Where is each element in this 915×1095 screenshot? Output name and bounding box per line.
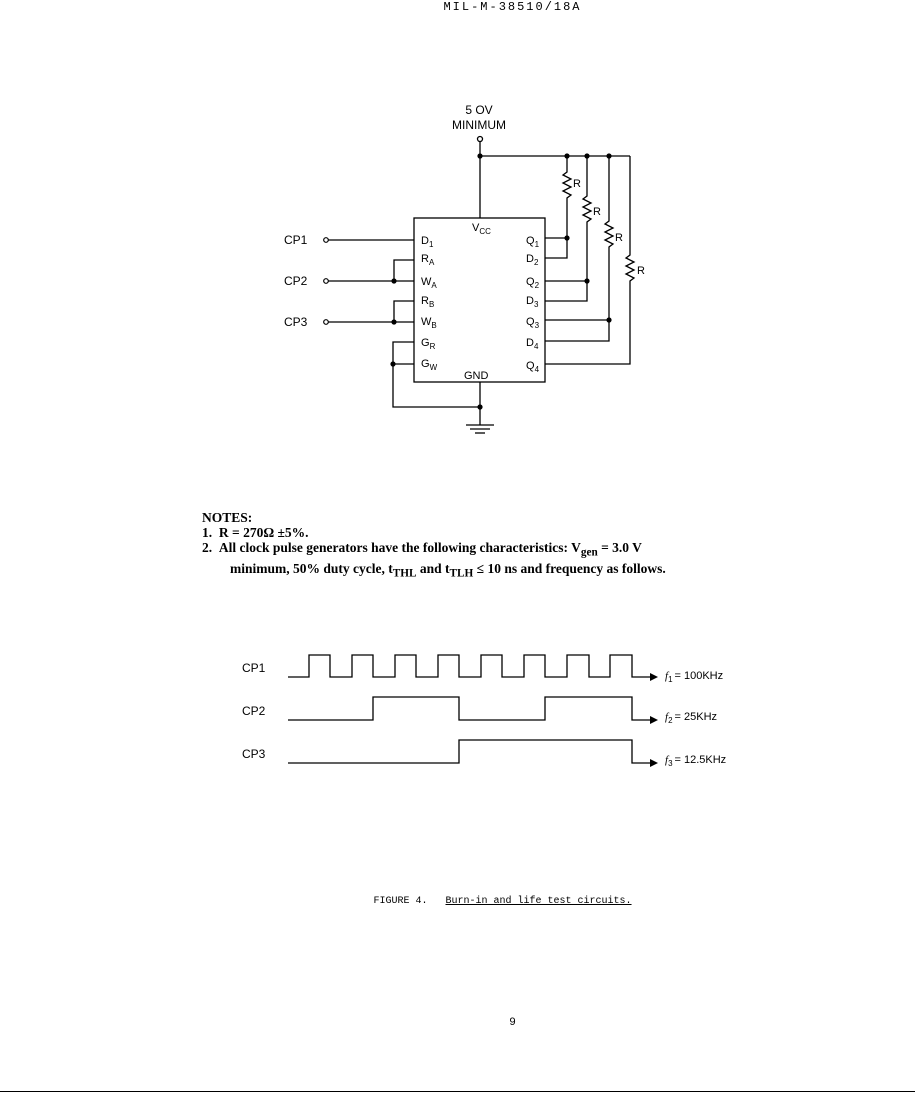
chip-vcc-label: VCC bbox=[472, 222, 491, 236]
burn-in-circuit-diagram: 5 OV MINIMUM CP1 CP2 CP3 R R R R VCC GND… bbox=[242, 103, 726, 768]
supply-terminal bbox=[476, 135, 484, 143]
freq-label-cp1: f1= 100KHz bbox=[665, 670, 723, 684]
waveform-cp2 bbox=[288, 696, 650, 721]
note-1: 1. R = 270Ω ±5%. bbox=[202, 525, 309, 540]
notes-title: NOTES: bbox=[202, 510, 253, 525]
timing-label-cp3: CP3 bbox=[242, 747, 266, 761]
page-number: 9 bbox=[509, 1017, 516, 1029]
waveform-cp3 bbox=[288, 739, 650, 764]
document-id: MIL-M-38510/18A bbox=[443, 0, 582, 14]
resistor-r1 bbox=[545, 156, 573, 239]
pin-q4: Q4 bbox=[526, 360, 540, 374]
figure-title: Burn-in and life test circuits. bbox=[445, 896, 632, 907]
resistor-r2 bbox=[545, 156, 593, 282]
bottom-rule bbox=[0, 1091, 915, 1092]
figure-caption: FIGURE 4. Burn-in and life test circuits… bbox=[0, 896, 915, 907]
resistor-label: R bbox=[637, 265, 645, 277]
pin-q3: Q3 bbox=[526, 316, 540, 330]
input-label-cp3: CP3 bbox=[284, 315, 308, 329]
input-label-cp1: CP1 bbox=[284, 233, 308, 247]
supply-label-minimum: MINIMUM bbox=[452, 118, 506, 132]
freq-label-cp3: f3= 12.5KHz bbox=[665, 754, 726, 768]
resistor-label: R bbox=[573, 178, 581, 190]
pin-wa: WA bbox=[421, 276, 437, 290]
pin-d4: D4 bbox=[526, 337, 539, 351]
pin-q2: Q2 bbox=[526, 276, 540, 290]
timing-label-cp2: CP2 bbox=[242, 704, 266, 718]
note-2-continued: minimum, 50% duty cycle, tTHL and tTLH ≤… bbox=[230, 560, 666, 580]
figure-number: FIGURE 4. bbox=[373, 896, 428, 907]
freq-label-cp2: f2= 25KHz bbox=[665, 711, 717, 725]
supply-label: 5 OV bbox=[465, 103, 492, 117]
pin-gw: GW bbox=[421, 358, 438, 372]
resistor-label: R bbox=[593, 206, 601, 218]
pin-q1: Q1 bbox=[526, 235, 540, 249]
notes-block: NOTES: 1. R = 270Ω ±5%. 2. All clock pul… bbox=[202, 510, 802, 581]
pin-d3: D3 bbox=[526, 295, 539, 309]
pin-ra: RA bbox=[421, 253, 435, 267]
timing-diagram bbox=[288, 654, 650, 764]
pin-d2: D2 bbox=[526, 253, 539, 267]
pin-gr: GR bbox=[421, 337, 436, 351]
input-label-cp2: CP2 bbox=[284, 274, 308, 288]
note-2: 2. All clock pulse generators have the f… bbox=[202, 540, 642, 559]
pin-rb: RB bbox=[421, 295, 434, 309]
timing-label-cp1: CP1 bbox=[242, 661, 266, 675]
waveform-cp1 bbox=[288, 654, 650, 678]
pin-d1: D1 bbox=[421, 235, 434, 249]
chip-gnd-label: GND bbox=[464, 370, 489, 382]
resistor-label: R bbox=[615, 232, 623, 244]
resistor-r4 bbox=[545, 156, 636, 365]
resistor-r3 bbox=[545, 156, 615, 321]
pin-wb: WB bbox=[421, 316, 437, 330]
